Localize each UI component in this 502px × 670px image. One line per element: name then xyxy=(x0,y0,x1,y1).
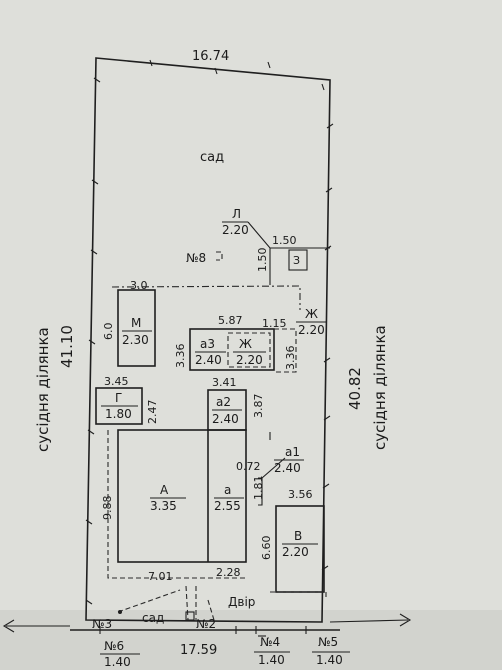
well-n8-mark xyxy=(216,251,223,261)
house-a-letter: А xyxy=(160,483,169,497)
paths xyxy=(117,585,215,621)
barn-m-height: 6.0 xyxy=(102,323,115,341)
annex-a1 xyxy=(258,477,263,506)
barn-v-area: 2.20 xyxy=(282,545,309,559)
left-length-label: 41.10 xyxy=(58,325,76,368)
canopy-zh xyxy=(274,328,297,373)
annex-a1-letter: а1 xyxy=(285,445,300,459)
annex-a2-letter: а2 xyxy=(216,395,231,409)
a3-width: 5.87 xyxy=(218,314,243,327)
shed-l-area: 2.20 xyxy=(222,223,249,237)
gate-post xyxy=(185,611,195,621)
toilet-z-label: З xyxy=(293,254,300,267)
shed-l-lines xyxy=(247,221,330,285)
barn-v-letter: В xyxy=(294,529,302,543)
left-neighbor-label: сусідня ділянка xyxy=(34,327,52,452)
canopy-zh-width: 1.15 xyxy=(262,317,287,330)
garage-g-height: 2.47 xyxy=(146,400,159,425)
garage-g-letter: Г xyxy=(115,391,122,405)
bottom-width-label: 17.59 xyxy=(180,643,217,658)
well-n3-mark xyxy=(118,610,122,614)
a3-height: 3.36 xyxy=(174,344,187,369)
well-n8-label: №8 xyxy=(186,251,206,265)
top-width-label: 16.74 xyxy=(192,49,229,64)
yard-label: Двір xyxy=(228,595,255,609)
fence-n5-label: №5 xyxy=(318,635,338,649)
annex-a3 xyxy=(189,328,275,371)
annex-a1-width: 0.72 xyxy=(236,460,261,473)
fence-n2-label: №2 xyxy=(196,617,216,631)
arrow-right-icon xyxy=(329,613,412,627)
a2-height: 3.87 xyxy=(252,394,265,419)
annex-a-width: 2.28 xyxy=(216,566,241,579)
barn-v-height: 6.60 xyxy=(260,536,273,561)
a2-width: 3.41 xyxy=(212,376,237,389)
garage-g xyxy=(95,387,143,425)
right-length-label: 40.82 xyxy=(346,367,364,410)
barn-v xyxy=(275,505,325,593)
storage-zh-inner xyxy=(227,332,271,368)
fence-n4-length: 1.40 xyxy=(258,653,285,667)
barn-v-width: 3.56 xyxy=(288,488,313,501)
plot-boundary xyxy=(85,57,331,623)
canopy-zh-height: 3.36 xyxy=(284,346,297,371)
garden-bottom-label: сад xyxy=(142,611,164,625)
street-fence-ticks xyxy=(99,626,307,634)
garage-g-width: 3.45 xyxy=(104,375,129,388)
house-a xyxy=(117,429,247,563)
garage-g-area: 1.80 xyxy=(105,407,132,421)
right-neighbor-label: сусідня ділянка xyxy=(371,325,389,450)
fence-n5-length: 1.40 xyxy=(316,653,343,667)
fence-n6-length: 1.40 xyxy=(104,655,131,669)
barn-v-dimension xyxy=(270,591,327,598)
canopy-zh-area: 2.20 xyxy=(298,323,325,337)
annex-a-letter: а xyxy=(224,483,231,497)
house-a-height: 9.88 xyxy=(101,496,114,521)
annex-a3-letter: а3 xyxy=(200,337,215,351)
fence-n6-label: №6 xyxy=(104,639,124,653)
house-a-dimension xyxy=(107,430,246,579)
house-width: 7.01 xyxy=(148,570,173,583)
annex-a-area: 2.55 xyxy=(214,499,241,513)
fence-n4-label: №4 xyxy=(260,635,280,649)
annex-a1-height: 1.81 xyxy=(252,476,265,501)
annex-a2-area: 2.40 xyxy=(212,412,239,426)
storage-zh-letter: Ж xyxy=(239,337,252,351)
toilet-z xyxy=(288,249,308,271)
fence-n3-label: №3 xyxy=(92,617,112,631)
shed-l-height: 1.50 xyxy=(256,248,269,273)
shed-l-letter: Л xyxy=(232,207,241,221)
house-a-area: 3.35 xyxy=(150,499,177,513)
storage-zh-area: 2.20 xyxy=(236,353,263,367)
barn-m-area: 2.30 xyxy=(122,333,149,347)
garden-path-line xyxy=(111,285,301,310)
shed-l-width: 1.50 xyxy=(272,234,297,247)
annex-a3-area: 2.40 xyxy=(195,353,222,367)
garden-top-label: сад xyxy=(200,150,224,165)
barn-m-letter: М xyxy=(131,316,141,330)
barn-m xyxy=(117,289,156,367)
annex-a1-area: 2.40 xyxy=(274,461,301,475)
canopy-zh-letter: Ж xyxy=(305,307,318,321)
arrow-left-icon xyxy=(2,619,70,633)
paper-shadow xyxy=(0,610,502,670)
shed-m-width: 3.0 xyxy=(130,279,148,292)
